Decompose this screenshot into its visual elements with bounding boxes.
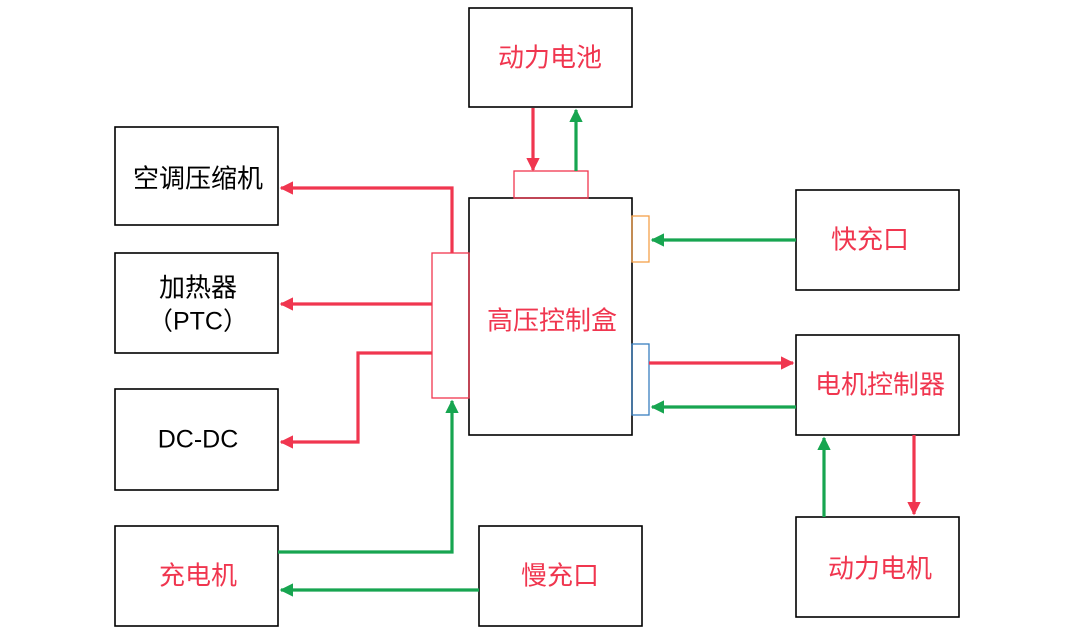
heater-label-line2: （PTC） [148, 308, 248, 336]
slow-charge-node: 慢充口 [478, 525, 643, 627]
battery-node: 动力电池 [468, 7, 633, 108]
battery-port [513, 170, 589, 199]
arrow-hvbox-to-dcdc [279, 351, 432, 449]
heater-node: 加热器 （PTC） [114, 252, 279, 354]
arrow-hvbox-to-ac-compressor [279, 181, 454, 253]
fast-charge-port [631, 215, 650, 263]
motor-controller-node: 电机控制器 [795, 334, 960, 436]
battery-label: 动力电池 [498, 44, 602, 74]
fast-charge-node: 快充口 [795, 189, 960, 291]
motor-controller-port [631, 343, 650, 416]
dcdc-node: DC-DC [114, 388, 279, 491]
arrow-charger-to-hvbox [278, 399, 459, 554]
hv-box-node: 高压控制盒 [468, 197, 633, 436]
charger-node: 充电机 [114, 525, 279, 627]
slow-charge-label: 慢充口 [521, 562, 599, 592]
heater-label-line1: 加热器 [159, 274, 237, 304]
dcdc-label: DC-DC [158, 426, 239, 454]
motor-label: 动力电机 [828, 555, 932, 585]
load-port [431, 252, 470, 399]
charger-label: 充电机 [159, 562, 237, 592]
ac-compressor-node: 空调压缩机 [114, 126, 279, 226]
motor-controller-label: 电机控制器 [815, 371, 945, 401]
hv-box-label: 高压控制盒 [487, 307, 617, 337]
ac-compressor-label: 空调压缩机 [133, 165, 263, 195]
motor-node: 动力电机 [795, 516, 960, 618]
fast-charge-label: 快充口 [831, 226, 909, 256]
